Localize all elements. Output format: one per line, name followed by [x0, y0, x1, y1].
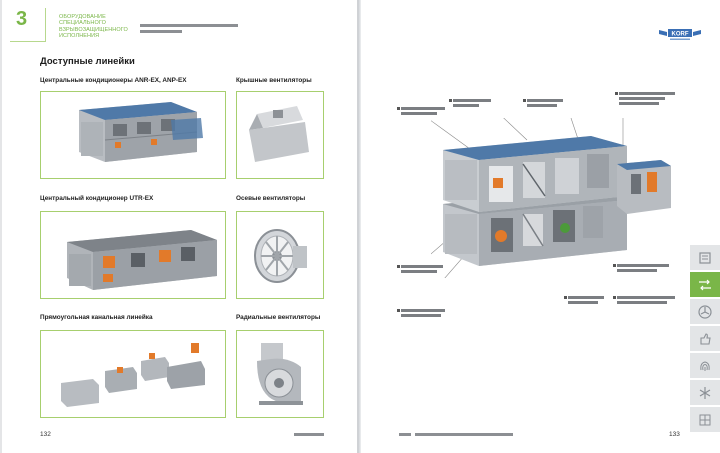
side-tab-fingerprint[interactable] — [690, 353, 720, 378]
side-tab-snowflake[interactable] — [690, 380, 720, 405]
product-label-utr: Центральный кондиционер UTR-EX — [40, 195, 154, 202]
callout-2 — [449, 99, 491, 107]
snowflake-icon — [699, 386, 711, 399]
thumb-icon — [700, 332, 711, 345]
ahu-anr-illustration — [79, 102, 203, 162]
section-title: Доступные линейки — [40, 56, 135, 67]
right-page: KORF — [361, 0, 720, 453]
chapter-box — [10, 8, 46, 42]
fingerprint-icon — [700, 360, 710, 371]
chapter-number: 3 — [16, 8, 28, 30]
header-bar-2 — [140, 30, 182, 33]
fan-icon — [698, 304, 712, 319]
callout-9 — [613, 296, 675, 304]
left-page: 3 ОБОРУДОВАНИЕ СПЕЦИАЛЬНОГО ВЗРЫВОЗАЩИЩЕ… — [2, 0, 358, 453]
page-number-right: 133 — [669, 431, 680, 438]
product-label-anr: Центральные кондиционеры ANR-EX, ANP-EX — [40, 77, 187, 84]
product-frame-radial-fans — [236, 330, 324, 418]
footer-bar-right-long — [415, 433, 513, 436]
product-label-duct-line: Прямоугольная канальная линейка — [40, 314, 153, 321]
product-label-radial-fans: Радиальные вентиляторы — [236, 314, 321, 321]
callout-7 — [564, 296, 604, 304]
product-frame-axial-fans — [236, 211, 324, 299]
airflow-icon — [699, 279, 711, 290]
grid-icon — [699, 414, 711, 425]
product-frame-anr — [40, 91, 226, 179]
axial-fan-illustration — [254, 229, 307, 283]
roof-fan-illustration — [249, 106, 309, 162]
radial-fan-illustration — [257, 343, 303, 405]
chapter-title: ОБОРУДОВАНИЕ СПЕЦИАЛЬНОГО ВЗРЫВОЗАЩИЩЕНН… — [59, 14, 128, 40]
side-tab-fan[interactable] — [690, 299, 720, 324]
product-label-roof-fans: Крышные вентиляторы — [236, 77, 312, 84]
korf-logo: KORF — [659, 29, 701, 40]
product-frame-duct-line — [40, 330, 226, 418]
svg-text:KORF: KORF — [672, 32, 689, 38]
header-bar-1 — [140, 24, 238, 27]
callout-6 — [397, 309, 445, 317]
footer-bar-left — [294, 433, 324, 436]
footer-bar-right-short — [399, 433, 411, 436]
callout-8 — [613, 264, 669, 272]
product-frame-utr — [40, 211, 226, 299]
side-tab-airflow[interactable] — [690, 272, 720, 297]
product-label-axial-fans: Осевые вентиляторы — [236, 195, 306, 202]
product-frame-roof-fans — [236, 91, 324, 179]
ahu-cutaway-illustration — [431, 118, 671, 278]
callout-4 — [615, 92, 675, 105]
ahu-utr-illustration — [67, 230, 217, 290]
duct-line-illustration — [61, 343, 205, 407]
side-tab-thumb[interactable] — [690, 326, 720, 351]
callout-3 — [523, 99, 563, 107]
callout-5 — [397, 265, 443, 273]
side-tab-book[interactable] — [690, 245, 720, 270]
side-tab-grid[interactable] — [690, 407, 720, 432]
side-tabs — [690, 245, 720, 434]
book-icon — [699, 251, 711, 264]
page-number-left: 132 — [40, 431, 51, 438]
book-spine — [358, 0, 361, 453]
callout-1 — [397, 107, 445, 115]
